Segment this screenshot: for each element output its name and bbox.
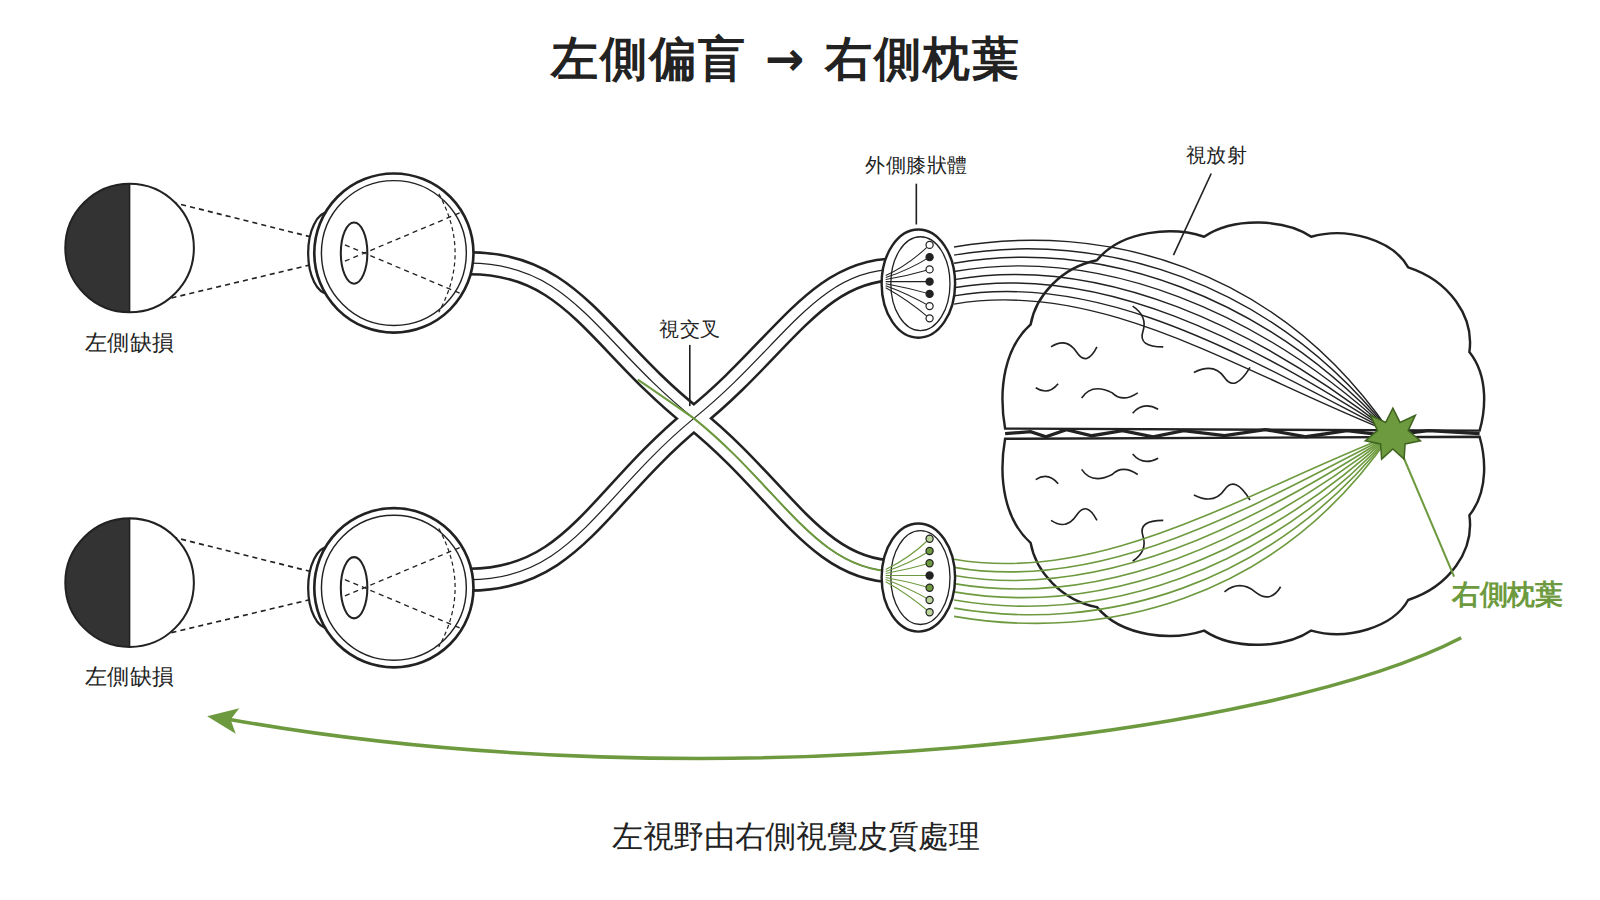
visual-field-shape — [63, 516, 196, 649]
lgn-dot — [926, 560, 933, 567]
radiation-fiber — [954, 257, 1390, 431]
lesion-star — [1365, 408, 1420, 459]
diagram-title: 左側偏盲 → 右側枕葉 — [551, 31, 1021, 87]
green-fiber — [638, 380, 896, 572]
visual-field-circle: 左側缺損 — [63, 182, 196, 315]
field-divider — [129, 184, 131, 313]
sulcus — [1082, 389, 1138, 398]
leader-line — [1173, 173, 1211, 255]
sulcus — [1133, 406, 1159, 413]
radiation-fiber — [954, 436, 1390, 624]
nerve-fiber — [464, 269, 896, 579]
lgn-dots — [926, 241, 933, 322]
sulcus — [1133, 454, 1159, 461]
sulcus — [1194, 484, 1250, 500]
lgn-inner — [891, 237, 950, 331]
radiation-fiber — [954, 300, 1390, 432]
radiation-fiber — [954, 436, 1390, 606]
eyeball-inner — [321, 515, 466, 660]
lgn-dot — [926, 547, 933, 554]
nerve-fiber — [464, 263, 896, 571]
brain — [1002, 223, 1484, 645]
field-background — [65, 518, 194, 647]
part-label: 右側枕葉 — [1452, 578, 1562, 611]
retina — [439, 529, 455, 647]
lgn-dot — [926, 290, 933, 297]
lgn-outline — [882, 230, 955, 338]
sulcus — [1082, 469, 1138, 478]
eyeball — [314, 173, 473, 332]
lgn-dot — [926, 254, 933, 261]
sulcus — [1036, 384, 1058, 391]
leader-line — [689, 345, 691, 406]
retina — [439, 194, 455, 312]
radiation-fiber — [954, 436, 1390, 615]
radiation-fiber — [954, 274, 1390, 431]
lgn-outline — [882, 523, 955, 631]
leader-lines — [690, 173, 1454, 576]
field-defect — [65, 518, 129, 647]
sulcus — [1036, 476, 1058, 483]
arrowhead — [207, 708, 239, 734]
eyeball — [314, 508, 473, 667]
optic-nerve — [464, 269, 896, 579]
sulcus — [1051, 509, 1097, 525]
radiation-fiber — [954, 436, 1390, 598]
leader-line — [1400, 449, 1454, 577]
lgn-dot — [926, 535, 933, 542]
lgn-dot — [926, 596, 933, 603]
lgn-dot — [926, 609, 933, 616]
field-caption: 左側缺損 — [85, 664, 175, 691]
lgn-fibers — [886, 539, 930, 612]
lgn-inner — [891, 531, 950, 625]
lgn-dot — [926, 266, 933, 273]
part-label: 外側膝狀體 — [865, 153, 967, 177]
sulcus — [1133, 306, 1164, 347]
radiation-fiber — [954, 240, 1390, 431]
lgn-dot — [926, 584, 933, 591]
sulci — [1036, 306, 1281, 597]
lgn-dots — [926, 535, 933, 616]
visual-field-shape — [63, 182, 196, 315]
optic-nerve-inner — [464, 269, 896, 579]
radiation-fiber — [954, 436, 1390, 564]
radiation-fiber — [954, 283, 1390, 432]
optic-radiation — [954, 240, 1390, 431]
ray — [345, 212, 461, 294]
sulcus — [1224, 586, 1280, 597]
field-outline — [65, 518, 194, 647]
lgn-top — [882, 230, 955, 338]
diagram-caption: 左視野由右側視覺皮質處理 — [612, 818, 979, 855]
lgn-dot — [926, 241, 933, 248]
field-defect — [65, 184, 129, 313]
optic-radiation-green — [954, 436, 1390, 624]
return-arrow — [230, 638, 1462, 759]
lgn-fibers — [886, 245, 930, 318]
field-divider — [129, 518, 131, 647]
field-outline — [65, 184, 194, 313]
sulcus — [1194, 367, 1250, 383]
part-label: 視交叉 — [659, 316, 720, 340]
field-caption: 左側缺損 — [85, 329, 175, 356]
eyes — [308, 173, 473, 667]
lgn-dot — [926, 572, 933, 579]
radiation-fiber — [954, 266, 1390, 432]
optic-nerves — [464, 263, 896, 579]
lgn-dot — [926, 278, 933, 285]
field-background — [65, 184, 194, 313]
part-label: 視放射 — [1186, 143, 1247, 167]
lgn-bottom — [882, 523, 955, 631]
radiation-fiber — [954, 249, 1390, 432]
sulcus — [1051, 343, 1097, 359]
eyeball-inner — [321, 181, 466, 326]
radiation-fiber — [954, 291, 1390, 431]
radiation-fiber — [954, 436, 1390, 581]
ray — [345, 547, 461, 629]
lgn-dot — [926, 315, 933, 322]
visual-field-circle: 左側缺損 — [63, 516, 196, 649]
lgn-dot — [926, 303, 933, 310]
leader-line — [916, 184, 918, 225]
